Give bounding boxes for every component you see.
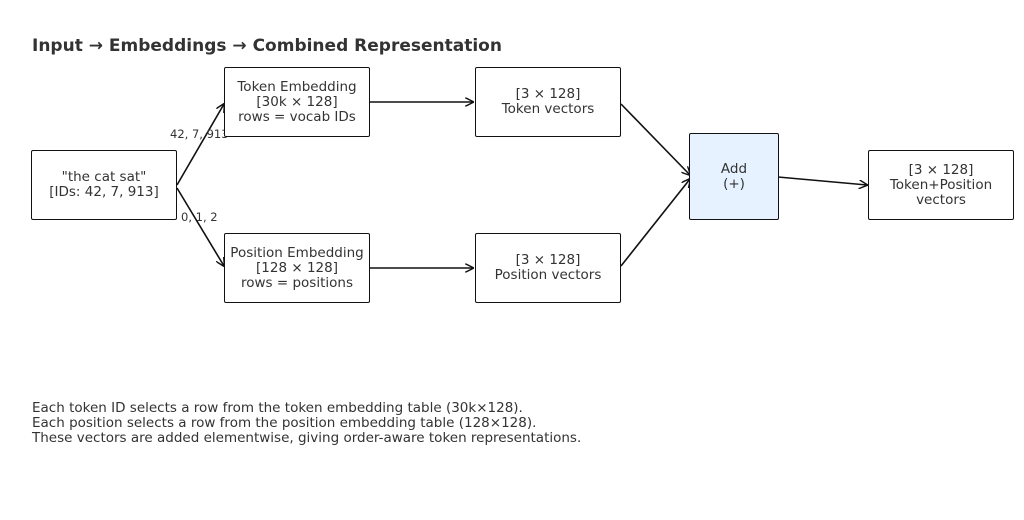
edge-add-to-output: [777, 176, 867, 185]
position-embedding-node: Position Embedding [128 × 128] rows = po…: [224, 233, 370, 303]
token-embedding-title: Token Embedding: [237, 78, 357, 95]
add-node-symbol: (+): [723, 175, 745, 192]
add-node: Add (+): [689, 133, 779, 220]
token-embedding-rows: rows = vocab IDs: [238, 108, 356, 125]
position-embedding-shape: [128 × 128]: [256, 259, 338, 276]
input-node: "the cat sat" [IDs: 42, 7, 913]: [31, 150, 177, 220]
edge-input-to-position-embedding: [176, 187, 224, 266]
output-node: [3 × 128] Token+Position vectors: [868, 150, 1014, 220]
input-node-ids: [IDs: 42, 7, 913]: [49, 184, 159, 200]
edge-label-token-ids: 42, 7, 913: [170, 127, 229, 141]
token-embedding-shape: [30k × 128]: [256, 93, 338, 110]
position-vectors-shape: [3 × 128]: [515, 252, 581, 268]
add-node-label: Add: [720, 160, 748, 177]
token-vectors-shape: [3 × 128]: [515, 86, 581, 102]
diagram-title: Input → Embeddings → Combined Representa…: [32, 36, 502, 56]
edge-token-vectors-to-add: [620, 103, 690, 175]
input-node-text: "the cat sat": [61, 169, 147, 185]
token-vectors-label: Token vectors: [501, 101, 595, 117]
position-embedding-rows: rows = positions: [241, 274, 353, 291]
token-embedding-node: Token Embedding [30k × 128] rows = vocab…: [224, 67, 370, 137]
output-node-suffix: vectors: [916, 191, 966, 208]
position-embedding-title: Position Embedding: [230, 244, 364, 261]
position-vectors-node: [3 × 128] Position vectors: [475, 233, 621, 303]
token-vectors-node: [3 × 128] Token vectors: [475, 67, 621, 137]
caption-line-2: Each position selects a row from the pos…: [32, 415, 537, 431]
output-node-label: Token+Position: [889, 176, 993, 193]
caption-line-1: Each token ID selects a row from the tok…: [32, 400, 523, 416]
edge-label-positions: 0, 1, 2: [181, 210, 218, 224]
edge-position-vectors-to-add: [620, 179, 690, 267]
output-node-shape: [3 × 128]: [908, 161, 974, 178]
edge-input-to-token-embedding: [176, 104, 224, 186]
caption: Each token ID selects a row from the tok…: [32, 401, 581, 446]
caption-line-3: These vectors are added elementwise, giv…: [32, 430, 582, 446]
position-vectors-label: Position vectors: [494, 267, 602, 283]
